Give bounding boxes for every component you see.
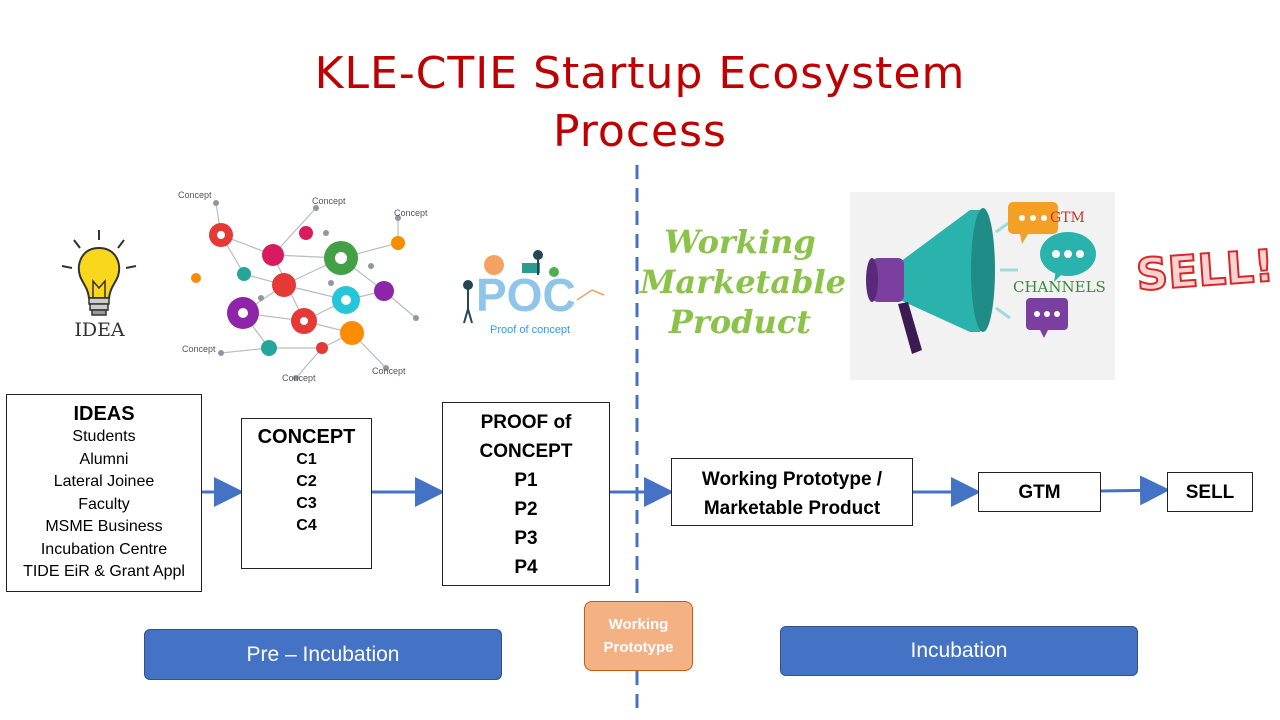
- ideas-box: IDEAS Students Alumni Lateral Joinee Fac…: [6, 394, 202, 592]
- poc-item: P1: [514, 470, 538, 491]
- wp-line: Working Prototype /: [701, 469, 883, 490]
- working-prototype-phase-line: Working: [608, 616, 669, 633]
- incubation-phase: Incubation: [780, 626, 1138, 676]
- poc-heading-line: PROOF of: [480, 412, 572, 433]
- channels-label: CHANNELS: [1013, 278, 1106, 296]
- wmp-line: Working: [664, 223, 816, 261]
- diagram-title-line1: KLE-CTIE Startup Ecosystem: [314, 48, 966, 99]
- poc-logo-text: POC: [476, 269, 576, 321]
- poc-heading-line: CONCEPT: [479, 441, 573, 462]
- diagram-title-line2: Process: [553, 106, 727, 157]
- working-marketable-product-art: Working Marketable Product: [640, 222, 846, 342]
- proof-of-concept-box: PROOF of CONCEPT P1 P2 P3 P4: [442, 402, 610, 586]
- ideas-item: Faculty: [78, 495, 130, 513]
- ideas-item: MSME Business: [45, 518, 163, 535]
- ideas-item: Lateral Joinee: [53, 473, 155, 490]
- concept-node-label: Concept: [182, 344, 216, 354]
- idea-caption: IDEA: [74, 319, 125, 341]
- ideas-item: TIDE EiR & Grant Appl: [23, 563, 185, 580]
- poc-caption: Proof of concept: [490, 324, 570, 336]
- idea-lightbulb-image: IDEA: [52, 226, 147, 356]
- concept-node-label: Concept: [282, 373, 316, 383]
- wp-line: Marketable Product: [703, 498, 881, 519]
- concept-heading: CONCEPT: [257, 426, 356, 448]
- ideas-item: Students: [72, 428, 136, 445]
- ideas-item: Incubation Centre: [40, 540, 168, 558]
- sell-box: SELL: [1167, 472, 1253, 512]
- poc-item: P4: [514, 557, 538, 578]
- concept-node-label: Concept: [372, 366, 406, 376]
- working-prototype-phase-line: Prototype: [603, 639, 674, 656]
- poc-item: P3: [514, 528, 538, 549]
- poc-item: P2: [514, 499, 538, 520]
- concept-item: C3: [296, 495, 317, 512]
- concept-item: C4: [296, 517, 317, 534]
- sell-graphic: SELL!: [1134, 240, 1277, 302]
- arrow-gtm-to-sell: [1100, 475, 1170, 506]
- concept-item: C1: [296, 451, 317, 468]
- concept-node-label: Concept: [178, 190, 212, 200]
- gtm-label: GTM: [1050, 210, 1085, 226]
- ideas-heading: IDEAS: [73, 403, 135, 425]
- gtm-box-label: GTM: [1018, 481, 1061, 503]
- ideas-item: Alumni: [79, 450, 129, 468]
- gtm-box: GTM: [978, 472, 1101, 512]
- concept-box: CONCEPT C1 C2 C3 C4: [241, 418, 372, 569]
- concept-node-label: Concept: [312, 196, 346, 206]
- sell-graphic-text: SELL!: [1135, 241, 1272, 301]
- wmp-line: Product: [668, 303, 812, 341]
- sell-box-label: SELL: [1185, 481, 1235, 503]
- sell-image: SELL!: [1122, 224, 1277, 314]
- pre-incubation-phase: Pre – Incubation: [144, 629, 502, 680]
- lightbulb-icon: [61, 230, 137, 316]
- wmp-line: Marketable: [640, 263, 846, 301]
- megaphone-icon: GTM CHANNELS: [866, 202, 1106, 354]
- working-prototype-box: Working Prototype / Marketable Product: [671, 458, 913, 526]
- gtm-megaphone-image: GTM CHANNELS: [850, 192, 1115, 380]
- concept-node-label: Concept: [394, 208, 428, 218]
- poc-illustration-image: POC Proof of concept: [463, 250, 605, 336]
- concept-item: C2: [296, 473, 317, 490]
- working-prototype-phase: Working Prototype: [584, 601, 693, 671]
- concept-network-image: Concept Concept Concept Concept Concept …: [178, 190, 428, 383]
